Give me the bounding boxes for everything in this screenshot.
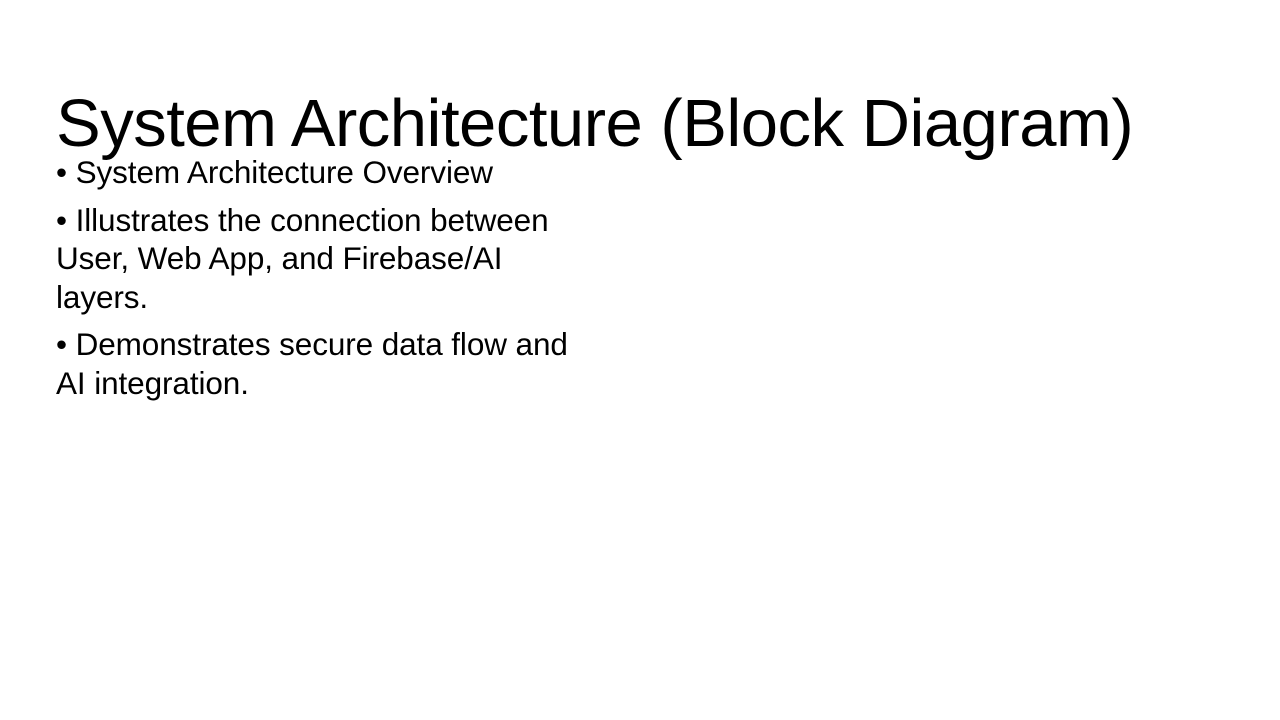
list-item: • Illustrates the connection between Use…	[56, 201, 596, 317]
list-item: • System Architecture Overview	[56, 153, 596, 192]
list-item: • Demonstrates secure data flow and AI i…	[56, 325, 596, 402]
list-item-label: Demonstrates secure data flow and AI int…	[56, 326, 568, 401]
bullet-point-icon: •	[56, 201, 76, 238]
list-item-label: System Architecture Overview	[75, 154, 493, 190]
list-item-label: Illustrates the connection between User,…	[56, 201, 549, 315]
bullet-point-icon: •	[56, 154, 76, 190]
bullet-point-icon: •	[56, 326, 76, 362]
page-title: System Architecture (Block Diagram)	[56, 85, 1134, 161]
bullet-list: • System Architecture Overview • Illustr…	[56, 153, 596, 402]
